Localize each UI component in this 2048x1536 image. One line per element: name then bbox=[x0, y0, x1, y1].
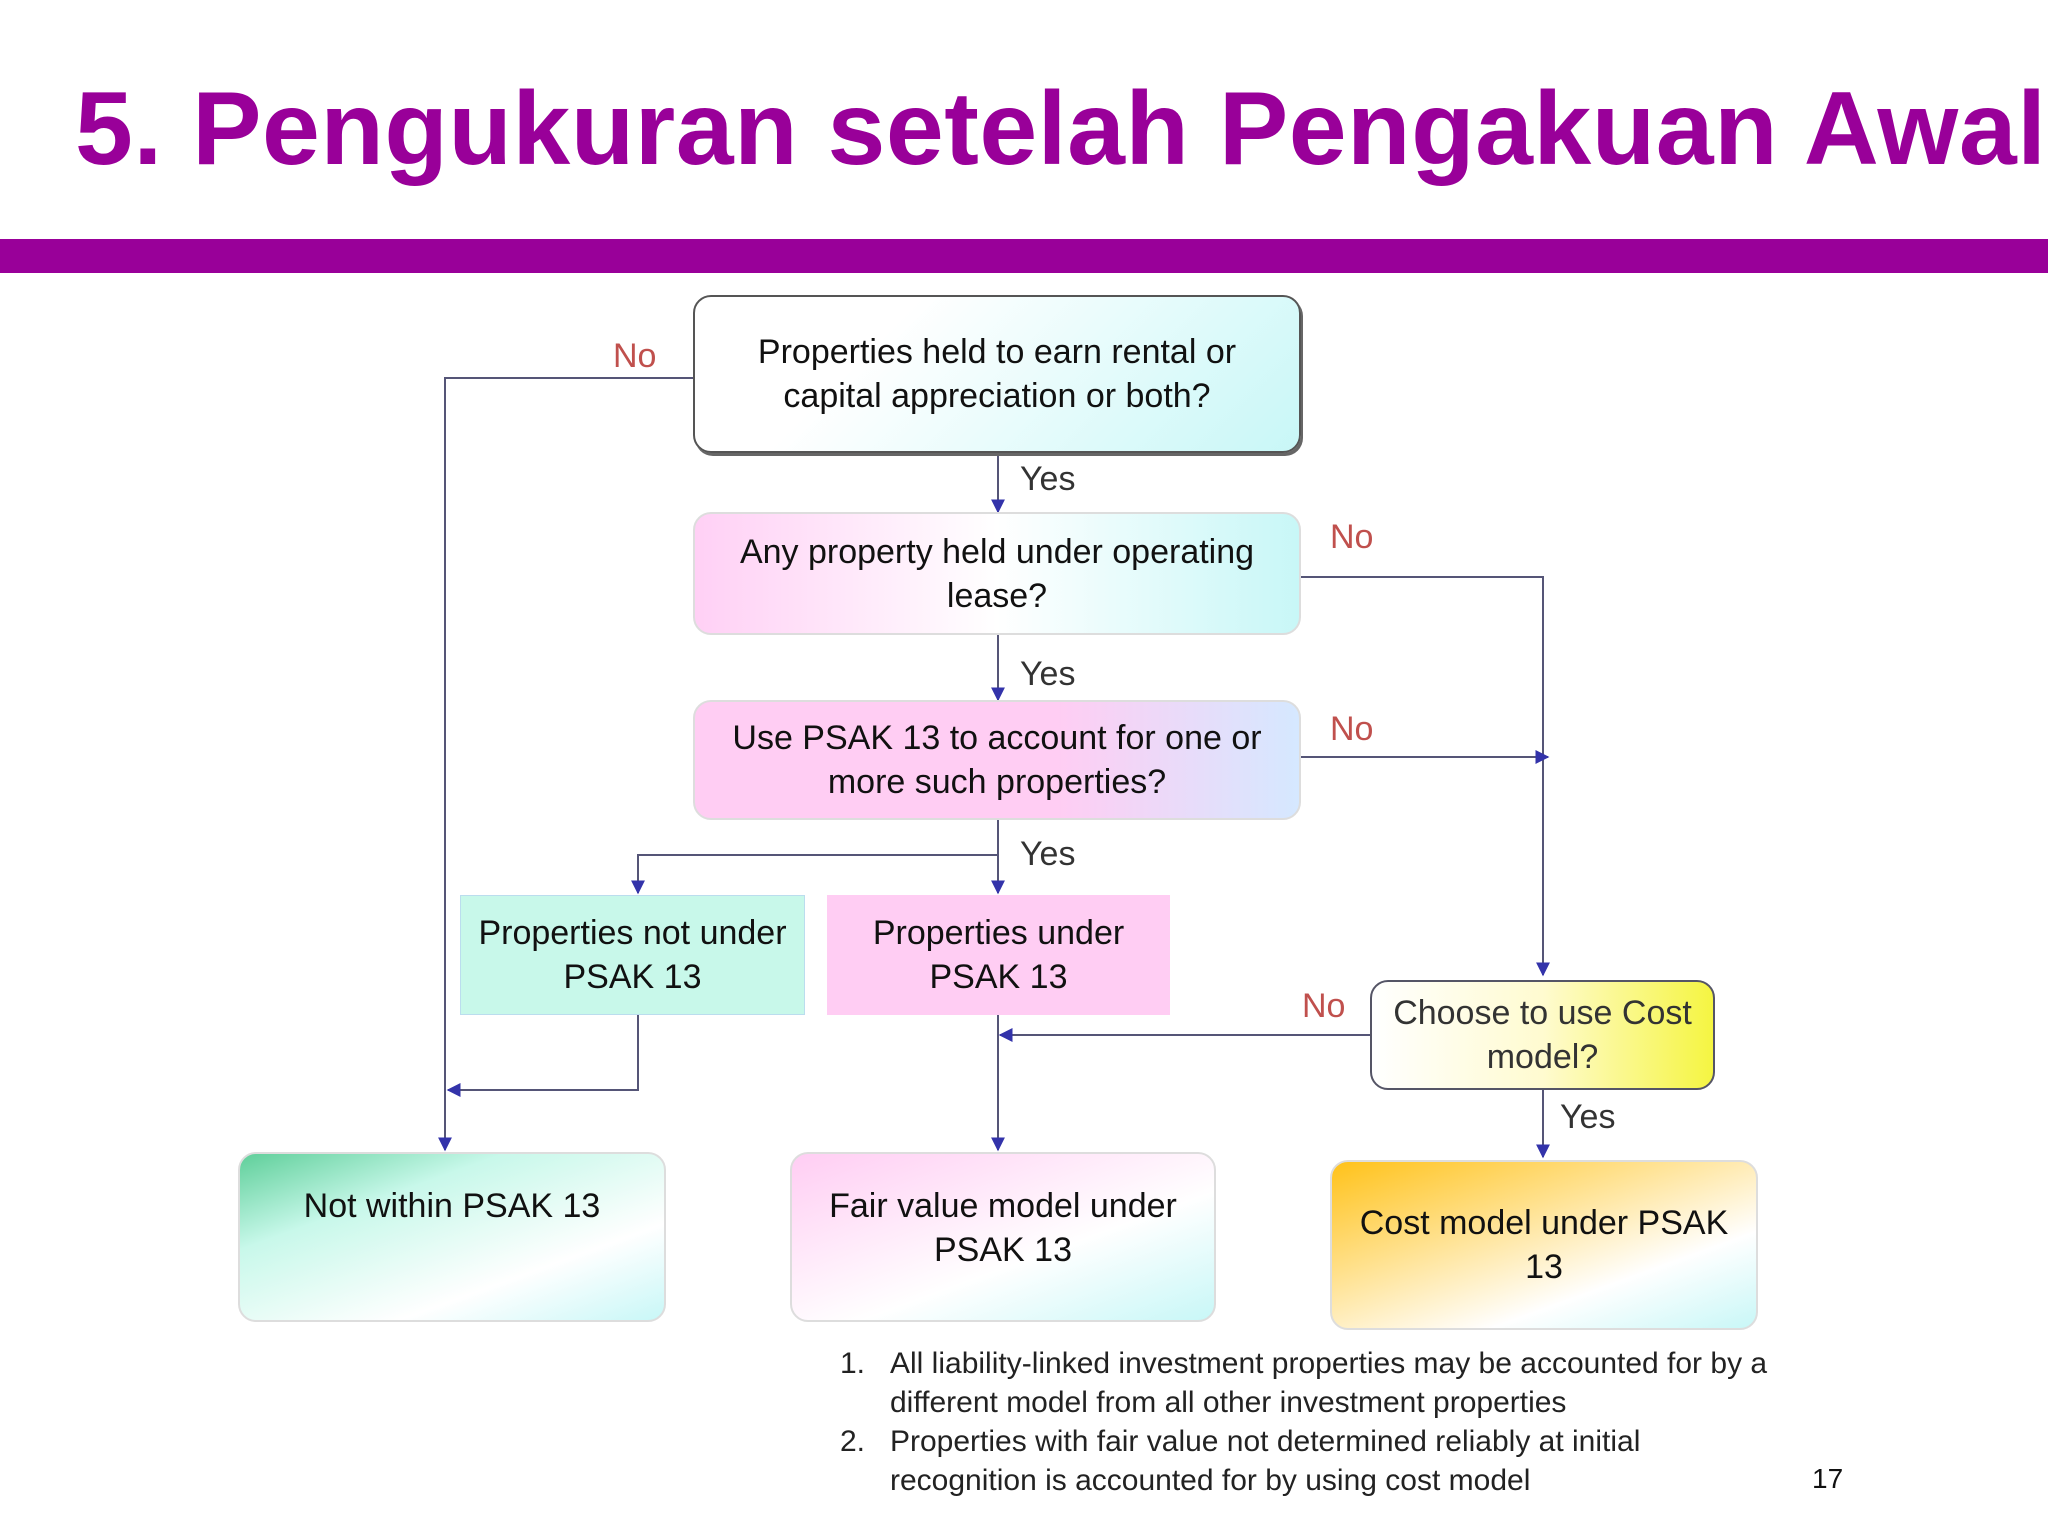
connector-q3-yes-not-under bbox=[631, 854, 998, 895]
label-no-q1: No bbox=[613, 337, 657, 375]
outcome-fair-value-text: Fair value model under PSAK 13 bbox=[829, 1187, 1177, 1269]
decision-q3-text: Use PSAK 13 to account for one or more s… bbox=[732, 719, 1262, 801]
decision-q1-text: Properties held to earn rental or capita… bbox=[757, 333, 1237, 415]
decision-q4-text: Choose to use Cost model? bbox=[1393, 994, 1692, 1076]
outcome-fair-value-box: Fair value model under PSAK 13 bbox=[790, 1152, 1216, 1322]
footnote-text: All liability-linked investment properti… bbox=[890, 1347, 1768, 1419]
label-yes-q2: Yes bbox=[1020, 655, 1076, 693]
page-title: 5. Pengukuran setelah Pengakuan Awal bbox=[75, 71, 2047, 187]
properties-under-text: Properties under PSAK 13 bbox=[872, 914, 1125, 996]
footnote-item: 2. Properties with fair value not determ… bbox=[835, 1422, 1795, 1500]
connector-not-under-to-out bbox=[446, 1015, 639, 1097]
decision-q3-box: Use PSAK 13 to account for one or more s… bbox=[693, 700, 1301, 820]
title-underline-bar bbox=[0, 239, 2048, 273]
decision-q2-text: Any property held under operating lease? bbox=[739, 532, 1255, 615]
label-yes-q1: Yes bbox=[1020, 460, 1076, 498]
label-no-q2: No bbox=[1330, 518, 1374, 556]
label-no-q3: No bbox=[1330, 710, 1374, 748]
footnotes-list: 1. All liability-linked investment prope… bbox=[835, 1344, 1795, 1500]
connector-q1-no bbox=[438, 377, 697, 1152]
connector-q2-no bbox=[1298, 576, 1550, 977]
outcome-not-within-box: Not within PSAK 13 bbox=[238, 1152, 666, 1322]
label-yes-q4: Yes bbox=[1560, 1098, 1616, 1136]
outcome-not-within-text: Not within PSAK 13 bbox=[303, 1187, 601, 1225]
properties-not-under-text: Properties not under PSAK 13 bbox=[478, 914, 787, 996]
properties-under-box: Properties under PSAK 13 bbox=[827, 895, 1170, 1015]
footnote-number: 1. bbox=[840, 1347, 866, 1380]
decision-q1-box: Properties held to earn rental or capita… bbox=[693, 295, 1301, 453]
footnote-item: 1. All liability-linked investment prope… bbox=[835, 1344, 1795, 1422]
properties-not-under-box: Properties not under PSAK 13 bbox=[460, 895, 805, 1015]
footnote-number: 2. bbox=[840, 1425, 866, 1458]
label-yes-q3: Yes bbox=[1020, 835, 1076, 873]
decision-q4-box: Choose to use Cost model? bbox=[1370, 980, 1715, 1090]
decision-q2-box: Any property held under operating lease? bbox=[693, 512, 1301, 635]
outcome-cost-box: Cost model under PSAK 13 bbox=[1330, 1160, 1758, 1330]
label-no-q4: No bbox=[1302, 987, 1346, 1025]
footnote-text: Properties with fair value not determine… bbox=[890, 1425, 1641, 1497]
page-number: 17 bbox=[1812, 1463, 1844, 1494]
outcome-cost-text: Cost model under PSAK 13 bbox=[1359, 1204, 1729, 1286]
